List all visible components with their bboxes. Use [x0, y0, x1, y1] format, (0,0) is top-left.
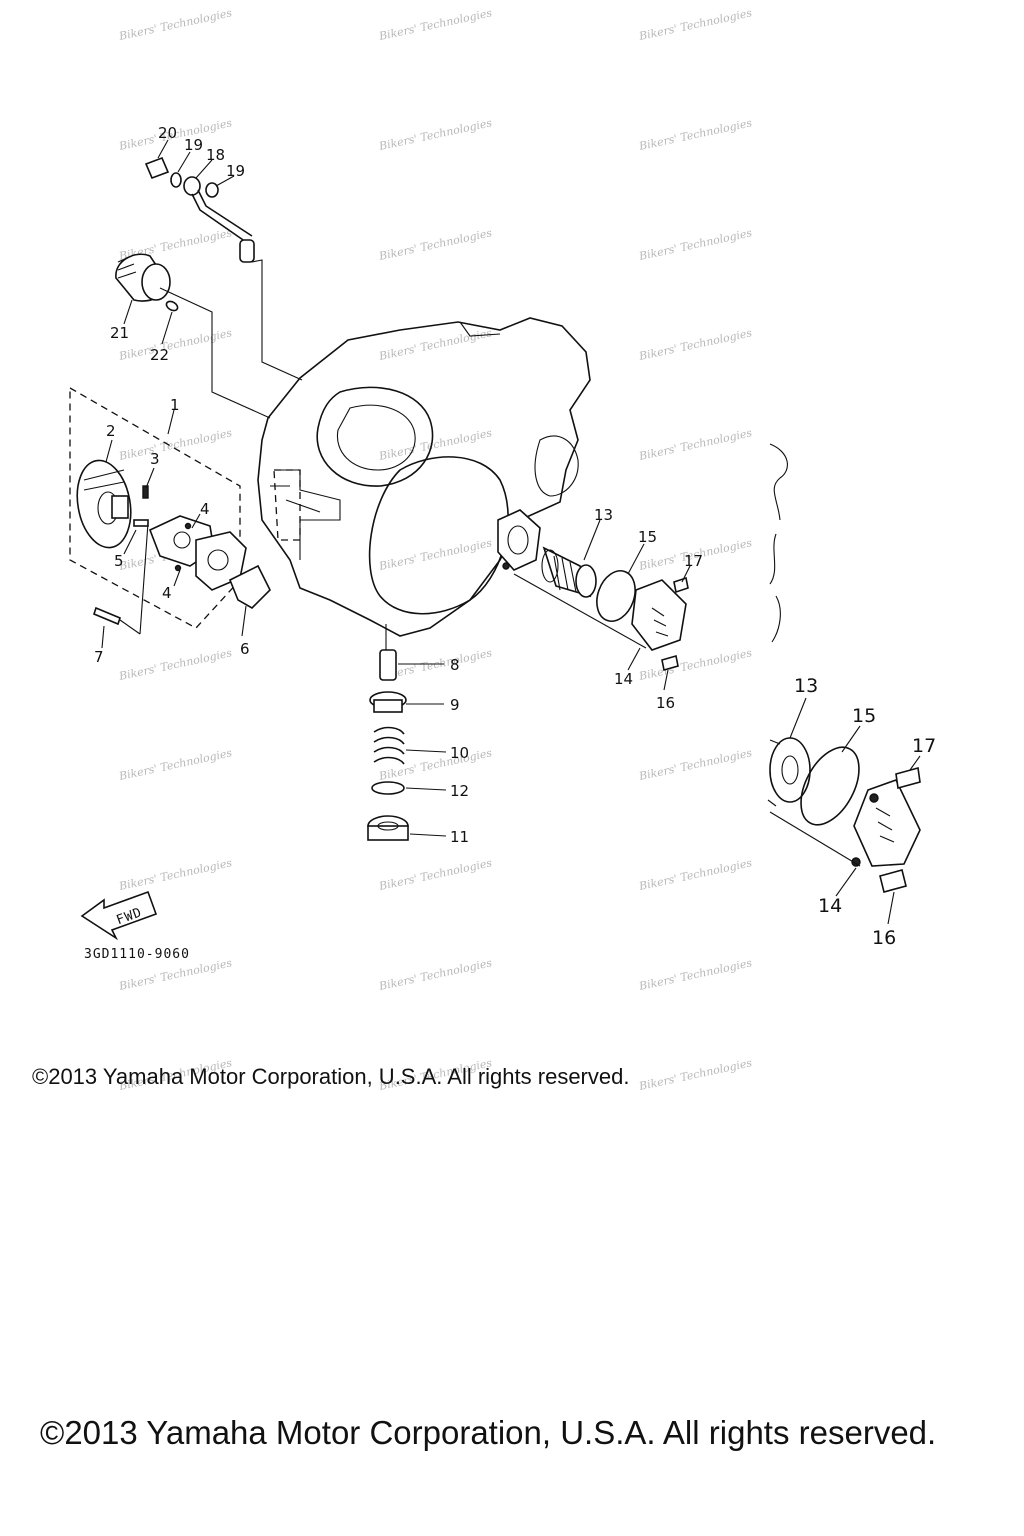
callout-12: 12 — [450, 782, 469, 800]
watermark-text: Bikers' Technologies — [117, 746, 234, 783]
callout-5: 5 — [114, 552, 124, 570]
callout-14: 14 — [614, 670, 633, 688]
callout-1: 1 — [170, 396, 180, 414]
watermark-text: Bikers' Technologies — [637, 1056, 754, 1093]
callout-18: 18 — [206, 146, 225, 164]
watermark-text: Bikers' Technologies — [637, 746, 754, 783]
callout-21: 21 — [110, 324, 129, 342]
filter-parts — [367, 509, 689, 841]
oil-pump-group — [69, 386, 271, 635]
callout-6: 6 — [240, 640, 250, 658]
copyright-notice-small: ©2013 Yamaha Motor Corporation, U.S.A. A… — [32, 1064, 630, 1089]
callout-19a: 19 — [184, 136, 203, 154]
callout-9: 9 — [450, 696, 460, 714]
detail-callout-14: 14 — [818, 895, 842, 917]
callout-4a: 4 — [200, 500, 210, 518]
leader-lines — [101, 139, 691, 691]
upper-parts — [115, 156, 303, 419]
watermark-text: Bikers' Technologies — [637, 226, 754, 263]
detail-callout-13: 13 — [794, 675, 818, 697]
callout-4b: 4 — [162, 584, 172, 602]
callouts: 20 19 18 19 21 22 1 2 3 4 5 4 6 7 8 9 10… — [94, 124, 936, 949]
watermark-text: Bikers' Technologies — [377, 856, 494, 893]
watermark-text: Bikers' Technologies — [377, 6, 494, 43]
callout-3: 3 — [150, 450, 160, 468]
callout-13: 13 — [594, 506, 613, 524]
detail-callout-15: 15 — [852, 705, 876, 727]
callout-7: 7 — [94, 648, 104, 666]
callout-22: 22 — [150, 346, 169, 364]
watermark-text: Bikers' Technologies — [377, 536, 494, 573]
callout-16: 16 — [656, 694, 675, 712]
watermark-text: Bikers' Technologies — [637, 856, 754, 893]
watermark-text: Bikers' Technologies — [117, 426, 234, 463]
callout-8: 8 — [450, 656, 460, 674]
callout-15: 15 — [638, 528, 657, 546]
watermark-text: Bikers' Technologies — [117, 856, 234, 893]
drawing-code: 3GD1110-9060 — [84, 947, 190, 962]
watermark-text: Bikers' Technologies — [117, 646, 234, 683]
watermark-text: Bikers' Technologies — [637, 646, 754, 683]
watermark-text: Bikers' Technologies — [637, 956, 754, 993]
callout-19b: 19 — [226, 162, 245, 180]
watermark-text: Bikers' Technologies — [637, 426, 754, 463]
detail-callout-17: 17 — [912, 735, 936, 757]
fwd-arrow: FWD — [80, 890, 158, 941]
callout-2: 2 — [106, 422, 116, 440]
watermark-text: Bikers' Technologies — [637, 6, 754, 43]
watermark-text: Bikers' Technologies — [377, 226, 494, 263]
watermark-text: Bikers' Technologies — [637, 116, 754, 153]
watermark-text: Bikers' Technologies — [117, 6, 234, 43]
callout-10: 10 — [450, 744, 469, 762]
watermark-text: Bikers' Technologies — [377, 956, 494, 993]
callout-17: 17 — [684, 552, 703, 570]
crankcase — [257, 317, 788, 643]
detail-callout-16: 16 — [872, 927, 896, 949]
watermark-text: Bikers' Technologies — [637, 326, 754, 363]
callout-11: 11 — [450, 828, 469, 846]
copyright-notice-large: ©2013 Yamaha Motor Corporation, U.S.A. A… — [40, 1414, 937, 1451]
watermark-text: Bikers' Technologies — [117, 326, 234, 363]
watermark-text: Bikers' Technologies — [377, 116, 494, 153]
detail-view — [767, 697, 921, 925]
callout-20: 20 — [158, 124, 177, 142]
